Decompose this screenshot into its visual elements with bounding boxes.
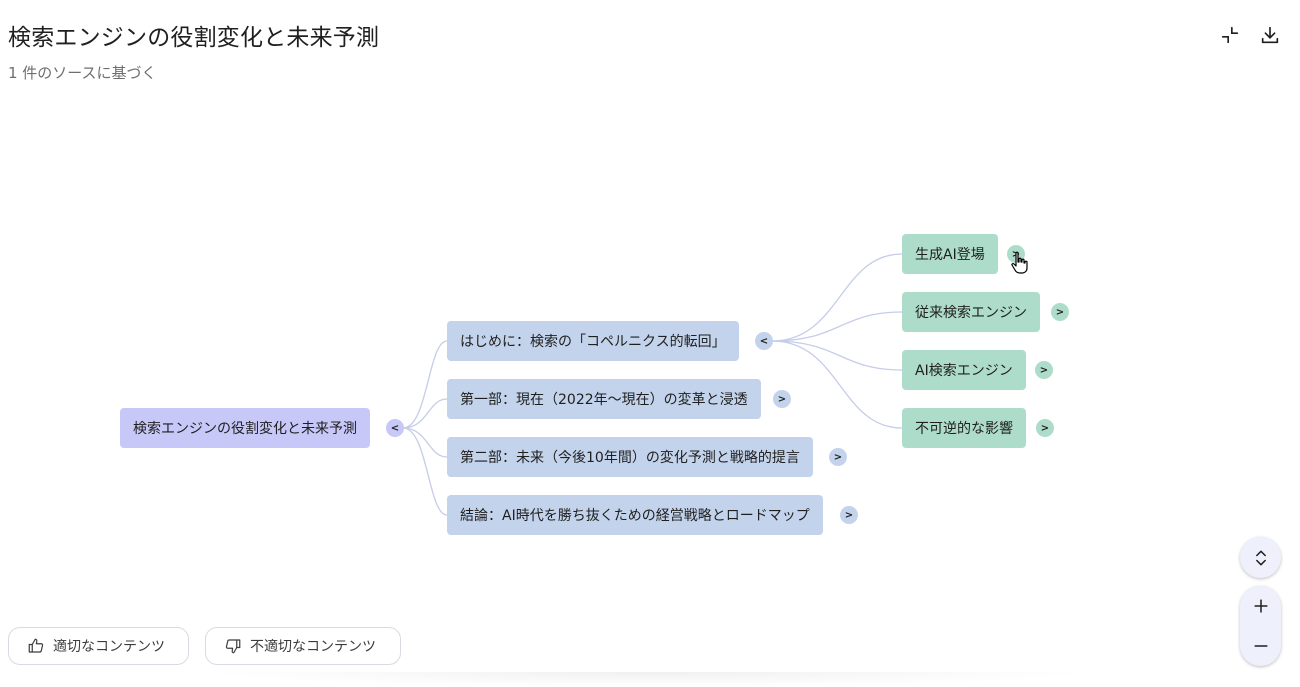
download-icon[interactable] xyxy=(1259,24,1281,46)
zoom-out-button[interactable] xyxy=(1251,626,1271,666)
bad-content-label: 不適切なコンテンツ xyxy=(250,639,376,655)
irreversible-impact-expand-toggle[interactable]: > xyxy=(1036,419,1054,437)
conclusion-expand-toggle[interactable]: > xyxy=(840,506,858,524)
plus-icon xyxy=(1251,596,1271,616)
zoom-controls xyxy=(1240,586,1281,666)
traditional-search-expand-toggle[interactable]: > xyxy=(1051,303,1069,321)
bottom-shadow xyxy=(200,672,1100,687)
ai-search-expand-toggle[interactable]: > xyxy=(1035,361,1053,379)
part-two-expand-toggle[interactable]: > xyxy=(829,448,847,466)
good-content-button[interactable]: 適切なコンテンツ xyxy=(8,627,189,665)
minus-icon xyxy=(1251,636,1271,656)
thumbs-down-icon xyxy=(224,637,242,655)
node-conclusion[interactable]: 結論：AI時代を勝ち抜くための経営戦略とロードマップ xyxy=(447,495,823,535)
hand-cursor-icon xyxy=(1010,251,1030,275)
node-ai-search[interactable]: AI検索エンジン xyxy=(902,350,1026,390)
node-part-two[interactable]: 第二部：未来（今後10年間）の変化予測と戦略的提言 xyxy=(447,437,813,477)
page-title: 検索エンジンの役割変化と未来予測 xyxy=(8,25,380,51)
node-traditional-search[interactable]: 従来検索エンジン xyxy=(902,292,1040,332)
node-introduction[interactable]: はじめに：検索の「コペルニクス的転回」 xyxy=(447,321,739,361)
thumbs-up-icon xyxy=(27,637,45,655)
bad-content-button[interactable]: 不適切なコンテンツ xyxy=(205,627,401,665)
mindmap-root-node[interactable]: 検索エンジンの役割変化と未来予測 xyxy=(120,408,370,448)
good-content-label: 適切なコンテンツ xyxy=(53,639,165,655)
node-irreversible-impact[interactable]: 不可逆的な影響 xyxy=(902,408,1026,448)
part-one-expand-toggle[interactable]: > xyxy=(773,390,791,408)
source-count: 1 件のソースに基づく xyxy=(8,64,157,82)
root-collapse-toggle[interactable]: < xyxy=(386,419,404,437)
node-generative-ai[interactable]: 生成AI登場 xyxy=(902,234,998,274)
expand-collapse-icon xyxy=(1251,548,1271,568)
zoom-in-button[interactable] xyxy=(1251,586,1271,626)
introduction-collapse-toggle[interactable]: < xyxy=(755,332,773,350)
node-part-one[interactable]: 第一部：現在（2022年～現在）の変革と浸透 xyxy=(447,379,761,419)
expand-collapse-button[interactable] xyxy=(1240,537,1281,578)
collapse-arrows-icon[interactable] xyxy=(1219,24,1241,46)
